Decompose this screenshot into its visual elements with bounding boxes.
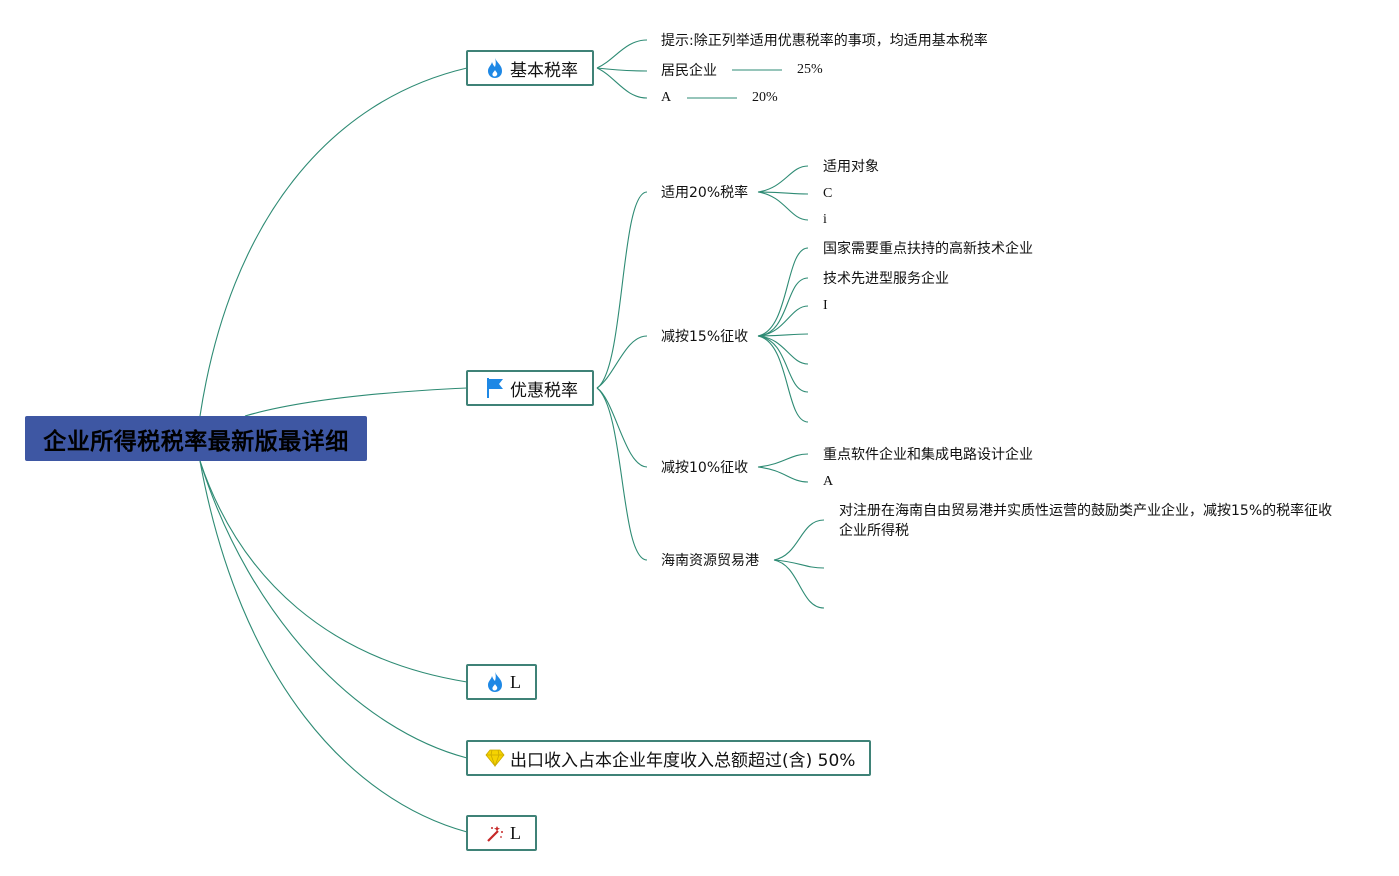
rate20-item: i [823, 212, 827, 227]
flag-icon [484, 377, 506, 399]
diamond-icon [484, 747, 506, 769]
branch-preferential-rate[interactable]: 优惠税率 [466, 370, 594, 406]
branch-l-fire[interactable]: L [466, 664, 537, 700]
basic-resident-label: 居民企业 [661, 63, 717, 79]
rate10-label: 减按10%征收 [661, 460, 749, 476]
branch-l2-label: L [510, 822, 521, 843]
branch-l1-label: L [510, 671, 521, 692]
basic-a-label: A [661, 90, 672, 105]
basic-hint-text: 提示:除正列举适用优惠税率的事项，均适用基本税率 [661, 33, 988, 49]
rate20-label: 适用20%税率 [661, 185, 749, 201]
fire-icon [484, 671, 506, 693]
rate10-item: 重点软件企业和集成电路设计企业 [823, 447, 1033, 463]
root-node[interactable]: 企业所得税税率最新版最详细 [25, 416, 367, 461]
fire-icon [484, 57, 506, 79]
basic-a-value: 20% [752, 90, 778, 105]
rate15-label: 减按15%征收 [661, 329, 749, 345]
rate20-item: C [823, 186, 833, 201]
branch-basic-rate[interactable]: 基本税率 [466, 50, 594, 86]
branch-basic-label: 基本税率 [510, 60, 578, 81]
rate20-item: 适用对象 [823, 159, 879, 175]
branch-export-income[interactable]: 出口收入占本企业年度收入总额超过(含) 50% [466, 740, 872, 776]
root-title: 企业所得税税率最新版最详细 [43, 428, 349, 455]
rate15-item: 国家需要重点扶持的高新技术企业 [823, 241, 1033, 257]
basic-resident-value: 25% [797, 62, 823, 77]
magic-wand-icon [484, 822, 506, 844]
rate15-item: 技术先进型服务企业 [823, 271, 949, 287]
branch-l-wand[interactable]: L [466, 815, 537, 851]
hainan-item: 对注册在海南自由贸易港并实质性运营的鼓励类产业企业，减按15%的税率征收企业所得… [839, 503, 1333, 539]
branch-preferential-label: 优惠税率 [510, 380, 578, 401]
rate10-item: A [823, 474, 834, 489]
rate15-item: I [823, 298, 828, 313]
branch-export-label: 出口收入占本企业年度收入总额超过(含) 50% [510, 750, 856, 771]
hainan-label: 海南资源贸易港 [661, 553, 759, 569]
